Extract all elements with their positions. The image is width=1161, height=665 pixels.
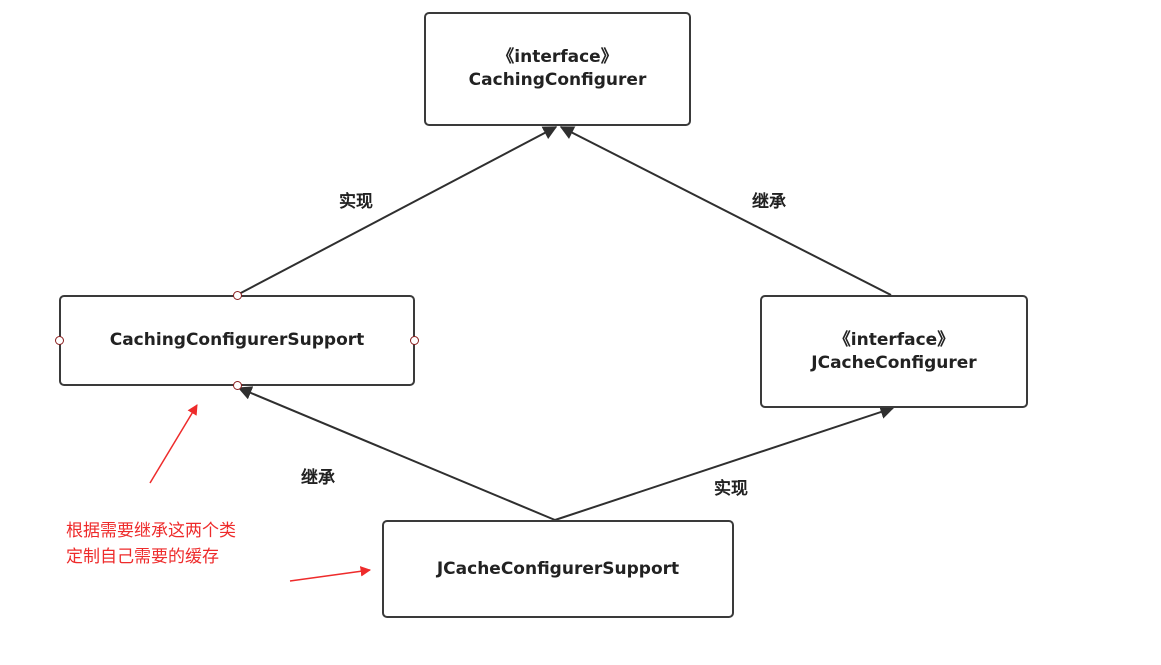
selection-handle-top[interactable]	[233, 291, 242, 300]
selection-handle-left[interactable]	[55, 336, 64, 345]
annotation-arrow-right	[289, 566, 372, 582]
selection-handle-right[interactable]	[410, 336, 419, 345]
selection-handle-bottom[interactable]	[233, 381, 242, 390]
edge-label-jcache-support-to-support: 继承	[301, 468, 335, 488]
edge-jcache-configurer-to-configurer	[559, 126, 892, 296]
edge-label-jcache-support-to-jcache-configurer: 实现	[714, 479, 748, 499]
annotation-line-1: 根据需要继承这两个类	[66, 521, 236, 541]
jcache-configurer-support-name: JCacheConfigurerSupport	[436, 558, 680, 579]
caching-configurer-support-name: CachingConfigurerSupport	[109, 330, 365, 350]
node-caching-configurer-support[interactable]: CachingConfigurerSupport	[59, 295, 415, 386]
edge-label-support-to-configurer: 实现	[339, 192, 373, 212]
node-jcache-configurer-support[interactable]: JCacheConfigurerSupport	[382, 520, 734, 618]
node-jcache-configurer[interactable]: 《interface》 JCacheConfigurer	[760, 295, 1028, 408]
caching-configurer-name: CachingConfigurer	[468, 70, 647, 90]
caching-configurer-stereotype: 《interface》	[497, 47, 618, 67]
annotation-line-2: 定制自己需要的缓存	[66, 547, 219, 567]
edge-jcache-support-to-support	[237, 386, 556, 521]
jcache-configurer-name: JCacheConfigurer	[811, 352, 977, 373]
annotation-arrow-up	[149, 404, 198, 484]
edge-jcache-support-to-jcache-configurer	[554, 405, 895, 521]
jcache-configurer-stereotype: 《interface》	[833, 329, 955, 350]
edge-support-to-configurer	[236, 126, 558, 296]
node-caching-configurer[interactable]: 《interface》 CachingConfigurer	[424, 12, 691, 126]
edge-label-jcache-configurer-to-configurer: 继承	[752, 192, 786, 212]
annotation-note: 根据需要继承这两个类 定制自己需要的缓存	[66, 518, 236, 570]
